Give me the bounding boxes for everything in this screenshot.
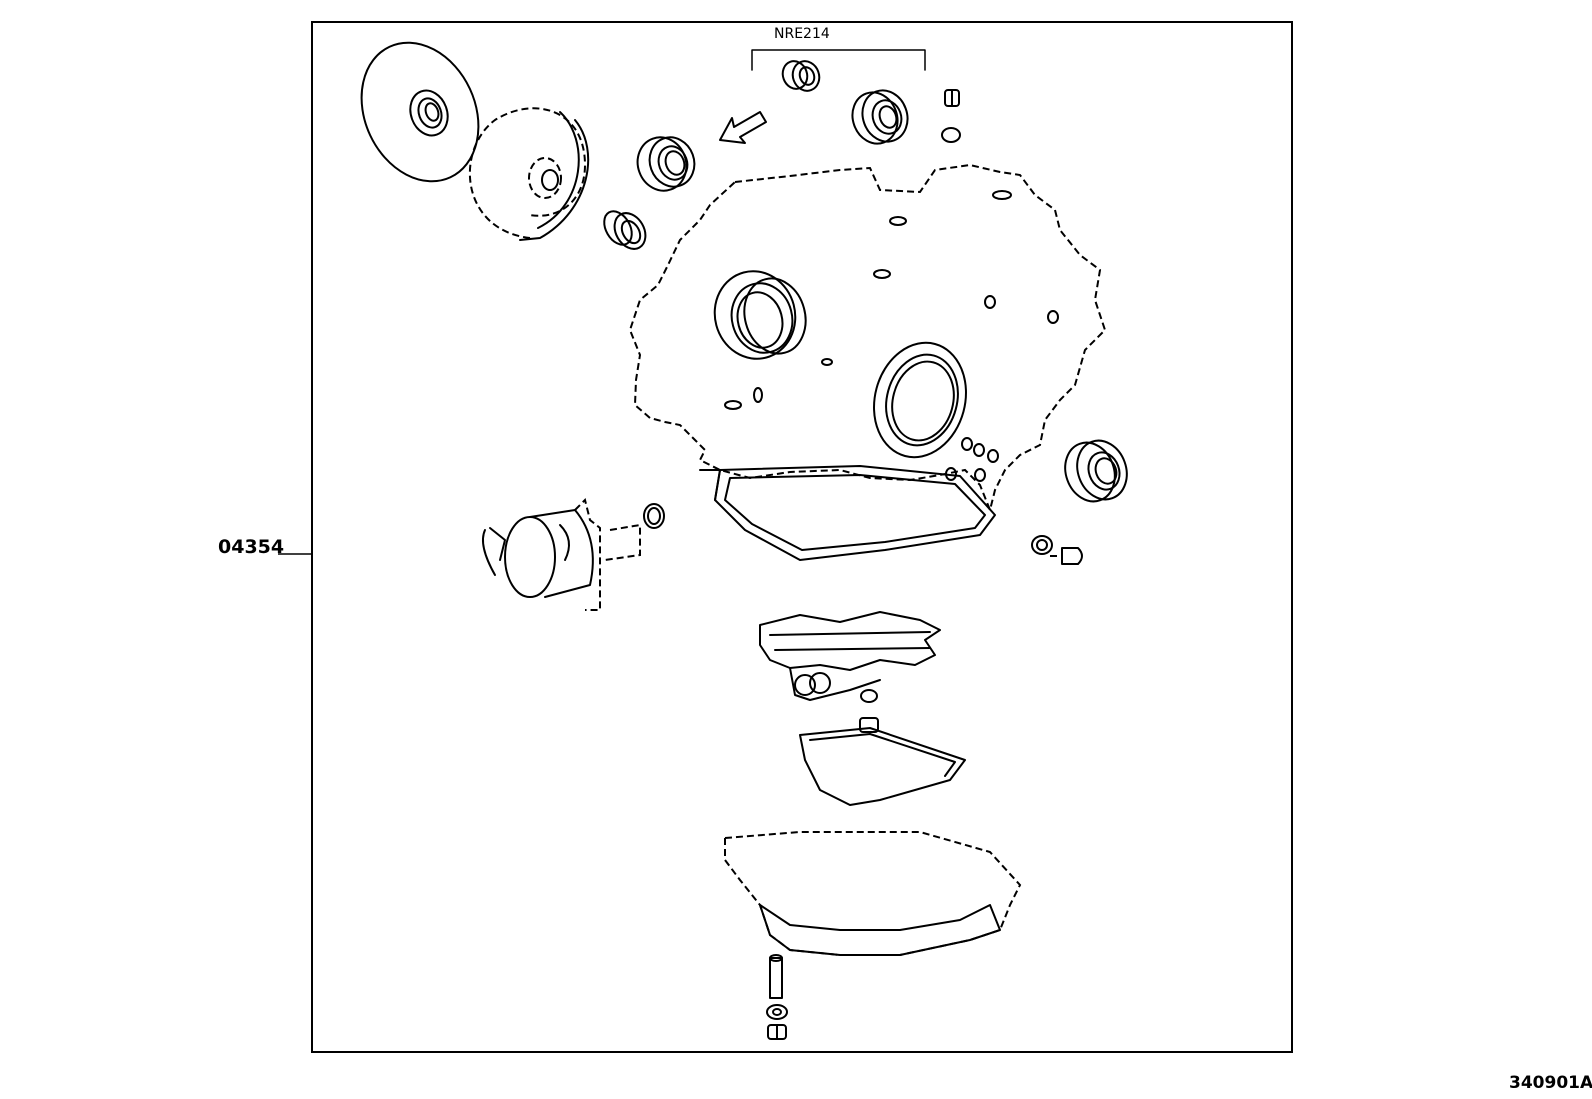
nre214-seal-small: [781, 60, 821, 92]
o-ring-inner: [647, 507, 661, 525]
torque-converter-seal-disc: [360, 41, 480, 183]
drain-gasket-inner: [772, 1008, 782, 1016]
oil-pump-cover: [468, 107, 590, 241]
oil-pan: [724, 831, 1022, 956]
oil-pan-gasket: [699, 465, 996, 561]
gasket-hole: [987, 449, 999, 463]
gasket-hole: [961, 437, 973, 451]
washer-side: [1031, 535, 1053, 555]
figure-id-label: 340901A: [1509, 1073, 1592, 1093]
gasket-hole: [984, 295, 996, 309]
case-gasket: [628, 163, 1107, 514]
washer-top: [941, 127, 961, 143]
oil-seal-case-right: [873, 341, 967, 459]
oil-seal-case-left: [713, 270, 807, 360]
gasket-hole: [821, 358, 833, 366]
gasket-hole: [889, 216, 907, 226]
plug-top: [944, 89, 960, 107]
kit-frame: [311, 21, 1293, 1053]
drain-bolt: [769, 954, 783, 999]
gasket-hole: [973, 443, 985, 457]
gasket-hole: [1047, 310, 1059, 324]
o-ring: [643, 503, 665, 529]
bushing: [603, 210, 647, 250]
gasket-hole: [724, 400, 742, 410]
drain-plug: [767, 1024, 787, 1040]
drain-gasket: [766, 1004, 788, 1020]
oil-cooler: [482, 498, 641, 611]
kit-part-number-label[interactable]: 04354: [218, 536, 285, 558]
oil-seal-side: [1064, 439, 1128, 503]
valve-body-plug: [860, 689, 878, 703]
valve-body: [759, 611, 941, 701]
nre214-seal-large: [851, 89, 909, 145]
gasket-hole: [873, 269, 891, 279]
gasket-hole: [753, 387, 763, 403]
gasket-hole: [974, 468, 986, 482]
oil-seal-1: [636, 136, 696, 192]
gasket-hole: [992, 190, 1012, 200]
oil-strainer: [799, 717, 966, 806]
group-code-label: NRE214: [774, 26, 830, 42]
group-bracket: [751, 49, 926, 71]
direction-arrow-icon: [719, 111, 767, 144]
washer-side-inner: [1036, 539, 1048, 551]
plug-side: [1050, 547, 1083, 565]
